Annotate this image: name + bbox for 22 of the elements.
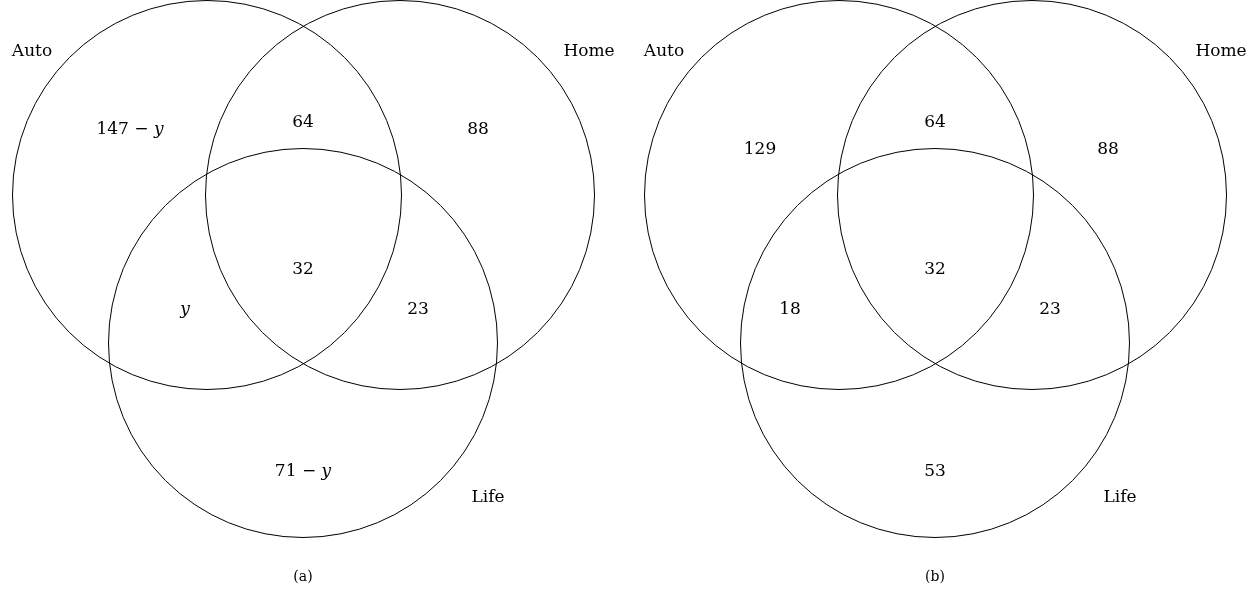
set-label: Life (1103, 486, 1137, 506)
region-count: 147 − y (96, 118, 164, 138)
set-label: Home (1195, 40, 1247, 60)
region-count: 53 (924, 460, 946, 480)
region-count: y (180, 298, 190, 318)
region-count: 32 (924, 258, 946, 278)
set-label: Life (471, 486, 505, 506)
region-count: 32 (292, 258, 314, 278)
region-count: 71 − y (274, 460, 332, 480)
region-count: 18 (779, 298, 801, 318)
set-label: Home (563, 40, 615, 60)
region-count: 88 (1097, 138, 1119, 158)
region-count: 129 (743, 138, 777, 158)
panel-caption: (a) (293, 568, 313, 584)
region-count: 88 (467, 118, 489, 138)
set-label: Auto (11, 40, 53, 60)
region-count: 64 (292, 111, 314, 131)
region-count: 23 (407, 298, 429, 318)
region-count: 23 (1039, 298, 1061, 318)
set-label: Auto (643, 40, 685, 60)
panel-caption: (b) (925, 568, 945, 584)
region-count: 64 (924, 111, 946, 131)
